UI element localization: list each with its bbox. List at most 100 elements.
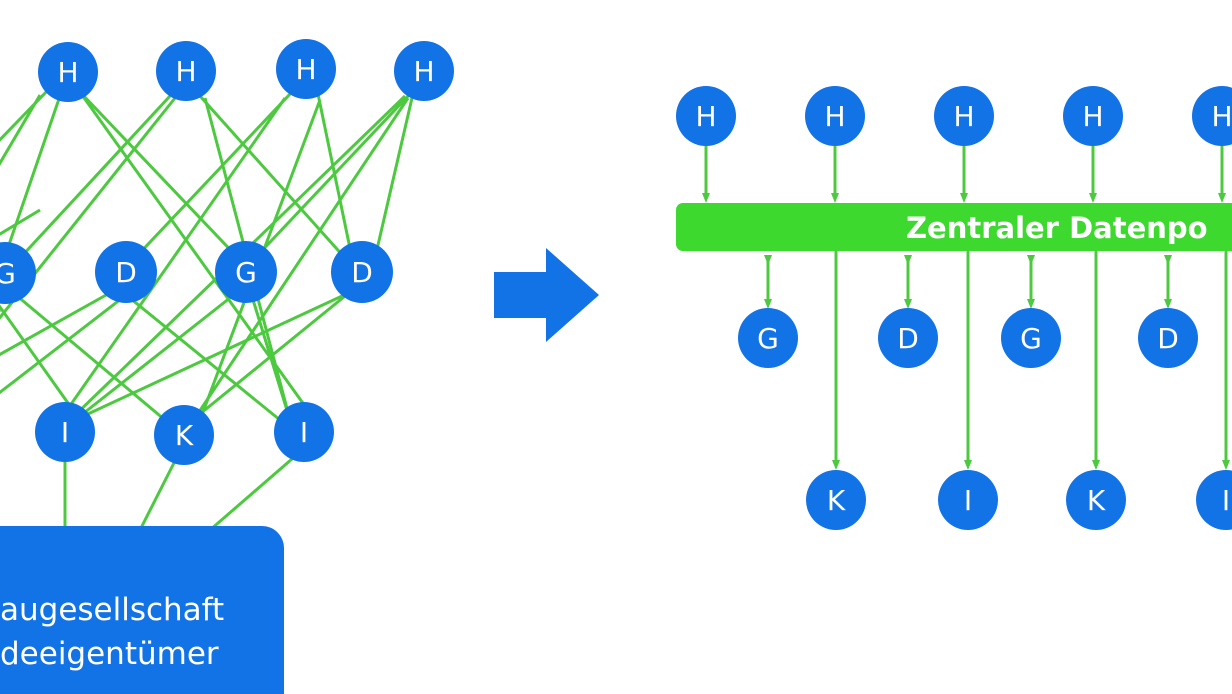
right-top-node-5-circle — [1192, 86, 1232, 146]
left-top-node-4-label: H — [413, 55, 434, 88]
right-top-node-3-label: H — [953, 100, 974, 133]
left-top-node-2-circle — [156, 41, 216, 101]
left-edge-18 — [9, 288, 166, 422]
left-edge-27 — [194, 290, 351, 420]
left-middle-node-2: D — [95, 241, 157, 303]
left-network-nodes: H H H H G D G D I K I — [0, 39, 454, 465]
left-bottom-node-2-label: K — [175, 419, 194, 452]
right-top-node-4-label: H — [1082, 100, 1103, 133]
right-network-nodes: H H H H H G D G D K I K I — [676, 86, 1232, 530]
right-middle-node-2: D — [878, 308, 938, 368]
left-edge-3 — [78, 90, 242, 262]
right-bottom-node-1-circle — [806, 470, 866, 530]
right-bottom-node-3-label: K — [1087, 484, 1106, 517]
left-bottom-node-2: K — [154, 405, 214, 465]
right-middle-node-4-circle — [1138, 308, 1198, 368]
left-bottom-node-3-label: I — [300, 416, 308, 449]
left-edge-19 — [0, 304, 82, 421]
right-top-node-1-circle — [676, 86, 736, 146]
left-bottom-node-2-circle — [154, 405, 214, 465]
left-edge-22 — [0, 288, 116, 357]
right-top-node-2-label: H — [824, 100, 845, 133]
left-middle-node-4: D — [331, 241, 393, 303]
left-edge-17 — [193, 97, 410, 419]
right-bottom-node-2-circle — [938, 470, 998, 530]
left-edge-24 — [74, 288, 241, 422]
right-bottom-node-3: K — [1066, 470, 1126, 530]
right-top-node-5-label: H — [1211, 100, 1232, 133]
right-top-node-1-label: H — [695, 100, 716, 133]
left-top-node-2: H — [156, 41, 216, 101]
owner-box-background — [0, 526, 284, 694]
left-network-edges — [0, 88, 414, 532]
right-top-node-4-circle — [1063, 86, 1123, 146]
right-middle-node-1-circle — [738, 308, 798, 368]
left-top-node-3: H — [276, 39, 336, 99]
right-top-node-2: H — [805, 86, 865, 146]
right-bottom-node-2-label: I — [964, 484, 972, 517]
left-bottom-node-3: I — [274, 402, 334, 462]
left-edge-16 — [373, 97, 414, 259]
left-edge-14 — [253, 92, 412, 260]
right-top-node-3-circle — [934, 86, 994, 146]
left-top-node-4: H — [394, 41, 454, 101]
right-top-node-5: H — [1192, 86, 1232, 146]
left-top-node-2-label: H — [175, 55, 196, 88]
left-edge-11 — [58, 97, 287, 421]
left-middle-node-3: G — [215, 241, 277, 303]
left-middle-node-2-circle — [95, 241, 157, 303]
left-top-node-1-label: H — [57, 56, 78, 89]
left-edge-23 — [0, 290, 131, 395]
left-middle-node-1-label: G — [0, 257, 16, 290]
right-bottom-node-4-circle — [1196, 470, 1232, 530]
left-edge-26 — [74, 288, 356, 422]
left-edge-31 — [209, 450, 301, 532]
left-middle-node-4-circle — [331, 241, 393, 303]
right-middle-node-2-label: D — [897, 322, 919, 355]
right-arrow-icon — [494, 248, 599, 342]
left-edge-6 — [18, 94, 172, 260]
right-middle-node-3: G — [1001, 308, 1061, 368]
data-pool-bar-label: Zentraler Datenpo — [906, 211, 1208, 245]
right-middle-node-2-circle — [878, 308, 938, 368]
left-middle-node-4-label: D — [351, 256, 373, 289]
left-edge-12 — [316, 93, 354, 259]
right-middle-node-3-circle — [1001, 308, 1061, 368]
left-top-node-3-circle — [276, 39, 336, 99]
left-top-node-4-circle — [394, 41, 454, 101]
left-edge-30 — [138, 454, 180, 531]
left-top-node-3-label: H — [295, 53, 316, 86]
left-top-node-1: H — [38, 42, 98, 102]
central-data-pool-bar: Zentraler Datenpo — [676, 203, 1232, 251]
owner-box-line2: deeigentümer — [0, 636, 219, 672]
right-middle-node-1-label: G — [757, 322, 779, 355]
right-top-node-2-circle — [805, 86, 865, 146]
left-middle-node-3-circle — [215, 241, 277, 303]
right-network-edges — [702, 146, 1230, 470]
right-bottom-node-1-label: K — [827, 484, 846, 517]
right-top-node-4: H — [1063, 86, 1123, 146]
left-bottom-node-1-label: I — [61, 416, 69, 449]
left-edge-10 — [133, 92, 292, 260]
right-bottom-node-2: I — [938, 470, 998, 530]
left-bottom-node-3-circle — [274, 402, 334, 462]
left-edge-2 — [0, 94, 42, 166]
left-edge-21 — [119, 288, 281, 422]
data-pool-bar-background — [676, 203, 1232, 251]
left-edge-25 — [248, 289, 292, 421]
right-top-node-1: H — [676, 86, 736, 146]
right-top-node-3: H — [934, 86, 994, 146]
left-bottom-node-1-circle — [35, 402, 95, 462]
right-middle-node-1: G — [738, 308, 798, 368]
right-middle-node-4: D — [1138, 308, 1198, 368]
right-bottom-node-4: I — [1196, 470, 1232, 530]
left-middle-node-1-circle — [0, 242, 36, 304]
right-middle-node-3-label: G — [1020, 322, 1042, 355]
right-bottom-node-1: K — [806, 470, 866, 530]
right-middle-node-4-label: D — [1157, 322, 1179, 355]
owner-box-line1: augesellschaft — [0, 592, 224, 628]
left-middle-node-3-label: G — [235, 256, 257, 289]
owner-box: augesellschaft deeigentümer — [0, 526, 284, 694]
